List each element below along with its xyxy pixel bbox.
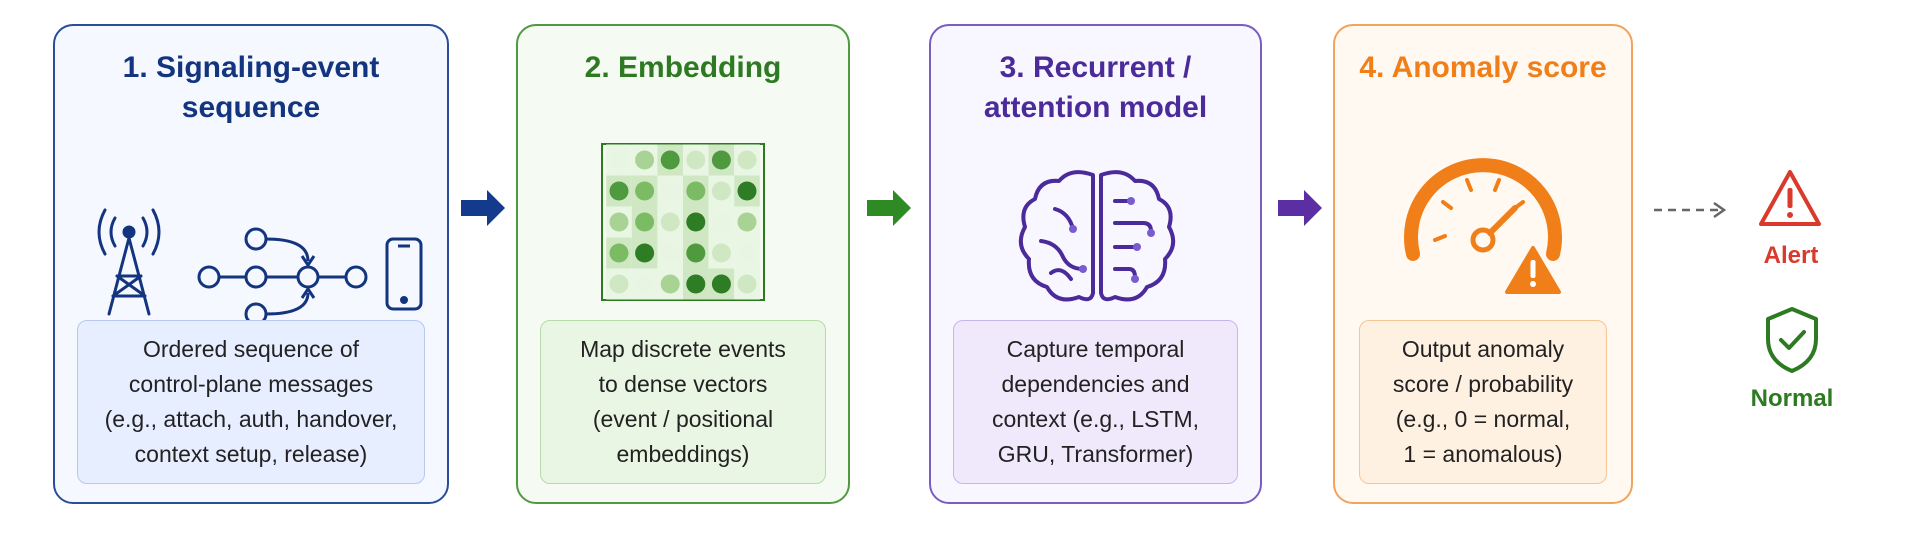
matrix-dot: [711, 212, 731, 232]
flow-arrow-icon: [867, 190, 911, 226]
matrix-dot: [635, 243, 655, 263]
matrix-dot: [660, 181, 680, 201]
matrix-dot: [711, 243, 731, 263]
matrix-dot: [635, 150, 655, 170]
matrix-dot: [686, 243, 706, 263]
matrix-dot: [711, 181, 731, 201]
flow-arrow-icon: [1278, 190, 1322, 226]
matrix-dot: [635, 274, 655, 294]
stage-title: 4. Anomaly score: [1359, 51, 1607, 84]
stage-embedding: 2. Embedding Map discrete events to dens…: [516, 24, 850, 504]
stage-description: Capture temporal dependencies and contex…: [953, 320, 1238, 484]
warning-icon: [1505, 246, 1561, 294]
stage-anomaly-score: 4. Anomaly score: [1333, 24, 1633, 504]
matrix-dot: [737, 243, 757, 263]
stage-icon-row: [55, 146, 447, 326]
check-shield-icon: [1766, 307, 1818, 373]
stage-icon-row: [931, 146, 1260, 326]
stage-description: Ordered sequence of control-plane messag…: [77, 320, 425, 484]
matrix-dot: [737, 212, 757, 232]
stage-recurrent-attention-model: 3. Recurrent / attention model Capture t…: [929, 24, 1262, 504]
matrix-dot: [609, 274, 629, 294]
stage-description: Map discrete events to dense vectors (ev…: [540, 320, 826, 484]
stage-title: 3. Recurrent / attention model: [983, 51, 1208, 124]
matrix-dot: [686, 212, 706, 232]
matrix-dot: [737, 274, 757, 294]
matrix-dot: [737, 181, 757, 201]
matrix-dot: [635, 181, 655, 201]
matrix-dot: [609, 150, 629, 170]
cell-tower-icon: [97, 208, 161, 316]
alert-label: Alert: [1763, 242, 1819, 269]
matrix-dot: [686, 274, 706, 294]
warning-triangle-icon: [1759, 170, 1821, 226]
smartphone-icon: [385, 237, 423, 311]
event-graph-icon: [197, 227, 368, 326]
matrix-dot: [660, 243, 680, 263]
stage-title: 1. Signaling-event sequence: [122, 51, 380, 124]
brain-circuit-icon: [1018, 170, 1175, 302]
dashed-arrow-icon: [1654, 201, 1727, 219]
stage-title: 2. Embedding: [584, 51, 782, 84]
matrix-dot: [686, 150, 706, 170]
gauge-icon: [1404, 158, 1562, 261]
matrix-dot: [660, 150, 680, 170]
matrix-dot: [609, 181, 629, 201]
normal-label: Normal: [1750, 385, 1834, 412]
matrix-dot: [711, 274, 731, 294]
embedding-matrix-icon: [601, 143, 765, 301]
matrix-dot: [609, 212, 629, 232]
matrix-dot: [686, 181, 706, 201]
stage-icon-row: [1335, 136, 1631, 316]
stage-description: Output anomaly score / probability (e.g.…: [1359, 320, 1607, 484]
stage-signaling-event-sequence: 1. Signaling-event sequence: [53, 24, 449, 504]
flow-arrow-icon: [461, 190, 505, 226]
stage-icon-row: [518, 132, 848, 312]
matrix-dot: [711, 150, 731, 170]
matrix-dot: [635, 212, 655, 232]
matrix-dot: [609, 243, 629, 263]
matrix-dot: [737, 150, 757, 170]
matrix-dot: [660, 212, 680, 232]
matrix-dot: [660, 274, 680, 294]
